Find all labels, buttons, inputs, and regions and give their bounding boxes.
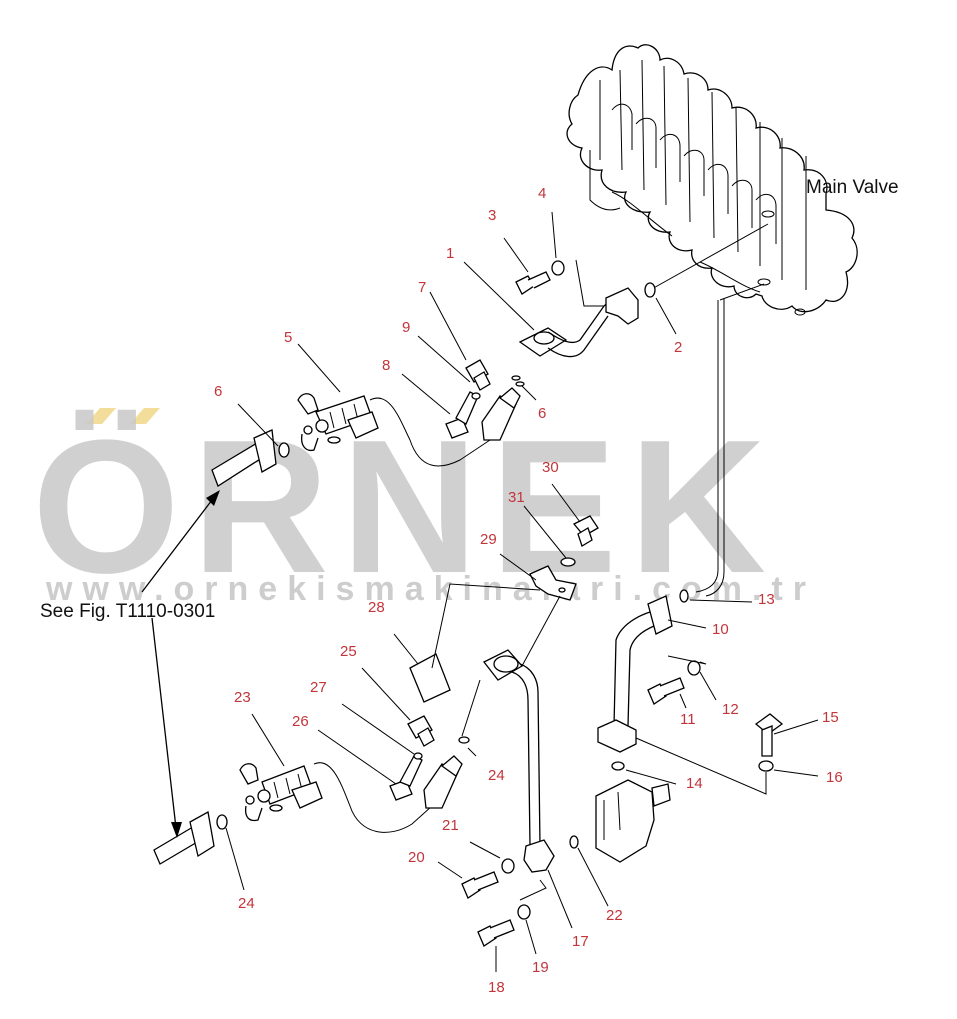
callout-6a: 6 (214, 383, 222, 400)
callout-19: 19 (532, 959, 549, 976)
callout-3: 3 (488, 207, 496, 224)
callout-25: 25 (340, 643, 357, 660)
callout-30: 30 (542, 459, 559, 476)
washer-4 (551, 260, 565, 276)
callout-28: 28 (368, 599, 385, 616)
callout-24b: 24 (488, 767, 505, 784)
o-ring-13 (679, 589, 689, 603)
callout-31: 31 (508, 489, 525, 506)
callout-17: 17 (572, 933, 589, 950)
watermark-accent-left (86, 408, 116, 424)
callout-26: 26 (292, 713, 309, 730)
bracket-28 (409, 515, 599, 703)
callout-11: 11 (680, 711, 696, 728)
bolt-18 (477, 919, 515, 947)
callout-7: 7 (418, 279, 426, 296)
upper-shaft (211, 429, 290, 487)
bolt-11 (647, 677, 685, 705)
pilot-hose-right (649, 223, 769, 597)
callout-6b: 6 (538, 405, 546, 422)
leader-lines (225, 211, 819, 972)
callout-13: 13 (758, 591, 775, 608)
callout-18: 18 (488, 979, 505, 996)
watermark-accent-right (130, 408, 160, 424)
bolt-15 (754, 713, 784, 757)
main-valve-label: Main Valve (806, 177, 899, 198)
lower-pilot-valve (239, 715, 470, 833)
lower-shaft (153, 810, 228, 865)
watermark: ÖRNEK www.ornekismakinalari.com.tr (32, 401, 816, 613)
washer-21 (501, 858, 515, 874)
callout-23: 23 (234, 689, 251, 706)
callout-numbers: 1 2 3 4 5 6 6 7 8 9 10 11 12 13 14 15 16… (214, 185, 843, 996)
washer-19 (517, 904, 531, 920)
callout-22: 22 (606, 907, 623, 924)
callout-14: 14 (686, 775, 703, 792)
main-valve-drawing (566, 44, 858, 316)
watermark-brand: ÖRNEK (32, 401, 778, 613)
washer-12 (687, 660, 701, 676)
bolt-3 (515, 271, 551, 295)
callout-29: 29 (480, 531, 497, 548)
callout-9: 9 (402, 319, 410, 336)
callout-20: 20 (408, 849, 425, 866)
callout-15: 15 (822, 709, 839, 726)
callout-12: 12 (722, 701, 739, 718)
o-ring-2 (644, 282, 656, 298)
callout-21: 21 (442, 817, 459, 834)
callout-10: 10 (712, 621, 729, 638)
see-fig-label: See Fig. T1110-0301 (40, 601, 215, 622)
watermark-url: www.ornekismakinalari.com.tr (45, 570, 816, 608)
washer-16 (758, 760, 774, 772)
callout-8: 8 (382, 357, 390, 374)
see-fig-arrows (141, 490, 220, 838)
pipe-17 (461, 595, 561, 873)
pipe-10 (597, 595, 673, 753)
valve-block (569, 761, 671, 863)
callout-2: 2 (674, 339, 682, 356)
callout-24a: 24 (238, 895, 255, 912)
upper-pilot-valve (297, 359, 525, 467)
callout-5: 5 (284, 329, 292, 346)
callout-27: 27 (310, 679, 327, 696)
callout-1: 1 (446, 245, 454, 262)
callout-16: 16 (826, 769, 843, 786)
callout-4: 4 (538, 185, 546, 202)
bolt-20 (461, 871, 499, 899)
pipe-1 (518, 287, 639, 358)
